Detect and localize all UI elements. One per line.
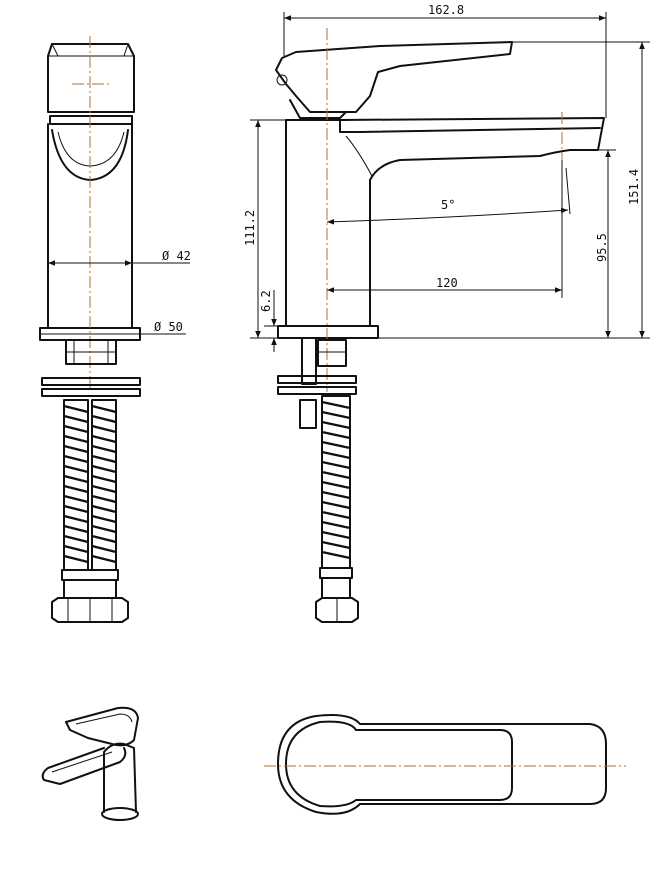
body-height-label: 111.2 xyxy=(243,210,257,246)
base-diameter-label: Ø 50 xyxy=(154,320,183,334)
spout-angle-label: 5° xyxy=(441,198,455,212)
overall-length-label: 162.8 xyxy=(428,3,464,17)
front-hoses xyxy=(41,339,141,623)
side-view: 162.8 151.4 95.5 111.2 6.2 120 5° xyxy=(243,3,650,623)
isometric-view xyxy=(41,706,139,821)
side-hose xyxy=(277,337,359,623)
body-diameter-label: Ø 42 xyxy=(162,249,191,263)
front-view: Ø 42 Ø 50 xyxy=(39,36,191,623)
top-view xyxy=(264,714,626,815)
overall-height-label: 151.4 xyxy=(627,169,641,205)
projection-label: 120 xyxy=(436,276,458,290)
spout-height-label: 95.5 xyxy=(595,233,609,262)
base-height-label: 6.2 xyxy=(259,290,273,312)
